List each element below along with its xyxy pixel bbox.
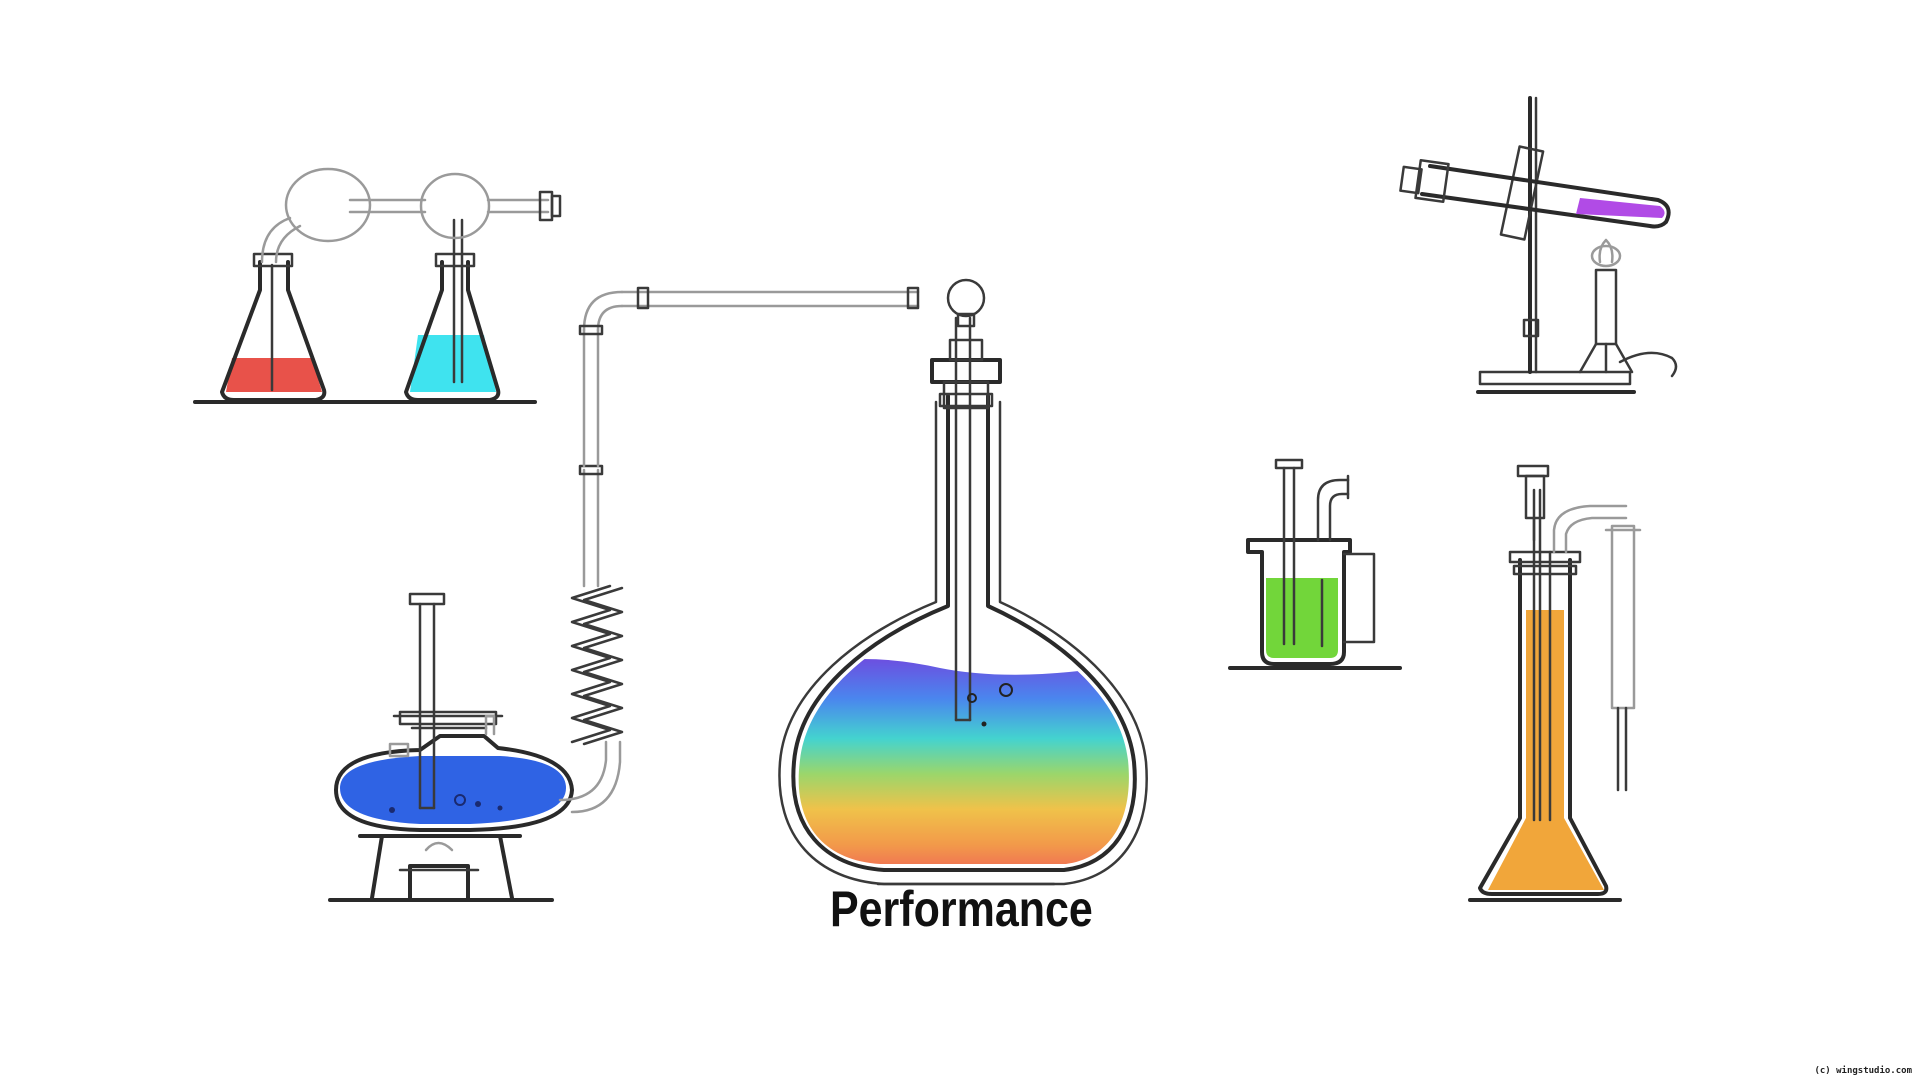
- red-liquid: [226, 358, 322, 392]
- green-beaker-apparatus: [1228, 458, 1402, 670]
- orange-liquid: [1488, 610, 1604, 890]
- heated-flask-apparatus: [328, 286, 920, 902]
- caption-performance: Performance: [829, 881, 1093, 937]
- green-liquid: [1266, 578, 1338, 658]
- twin-flask-apparatus: [193, 167, 562, 404]
- purple-liquid: [1576, 198, 1665, 218]
- blue-liquid: [340, 756, 566, 824]
- copyright-credit: (c) wingstudio.com: [1814, 1066, 1912, 1076]
- rainbow-flask: [778, 278, 1148, 886]
- rainbow-liquid: [798, 659, 1129, 864]
- orange-cylinder-apparatus: [1468, 464, 1642, 902]
- test-tube-burner-apparatus: [1399, 96, 1678, 394]
